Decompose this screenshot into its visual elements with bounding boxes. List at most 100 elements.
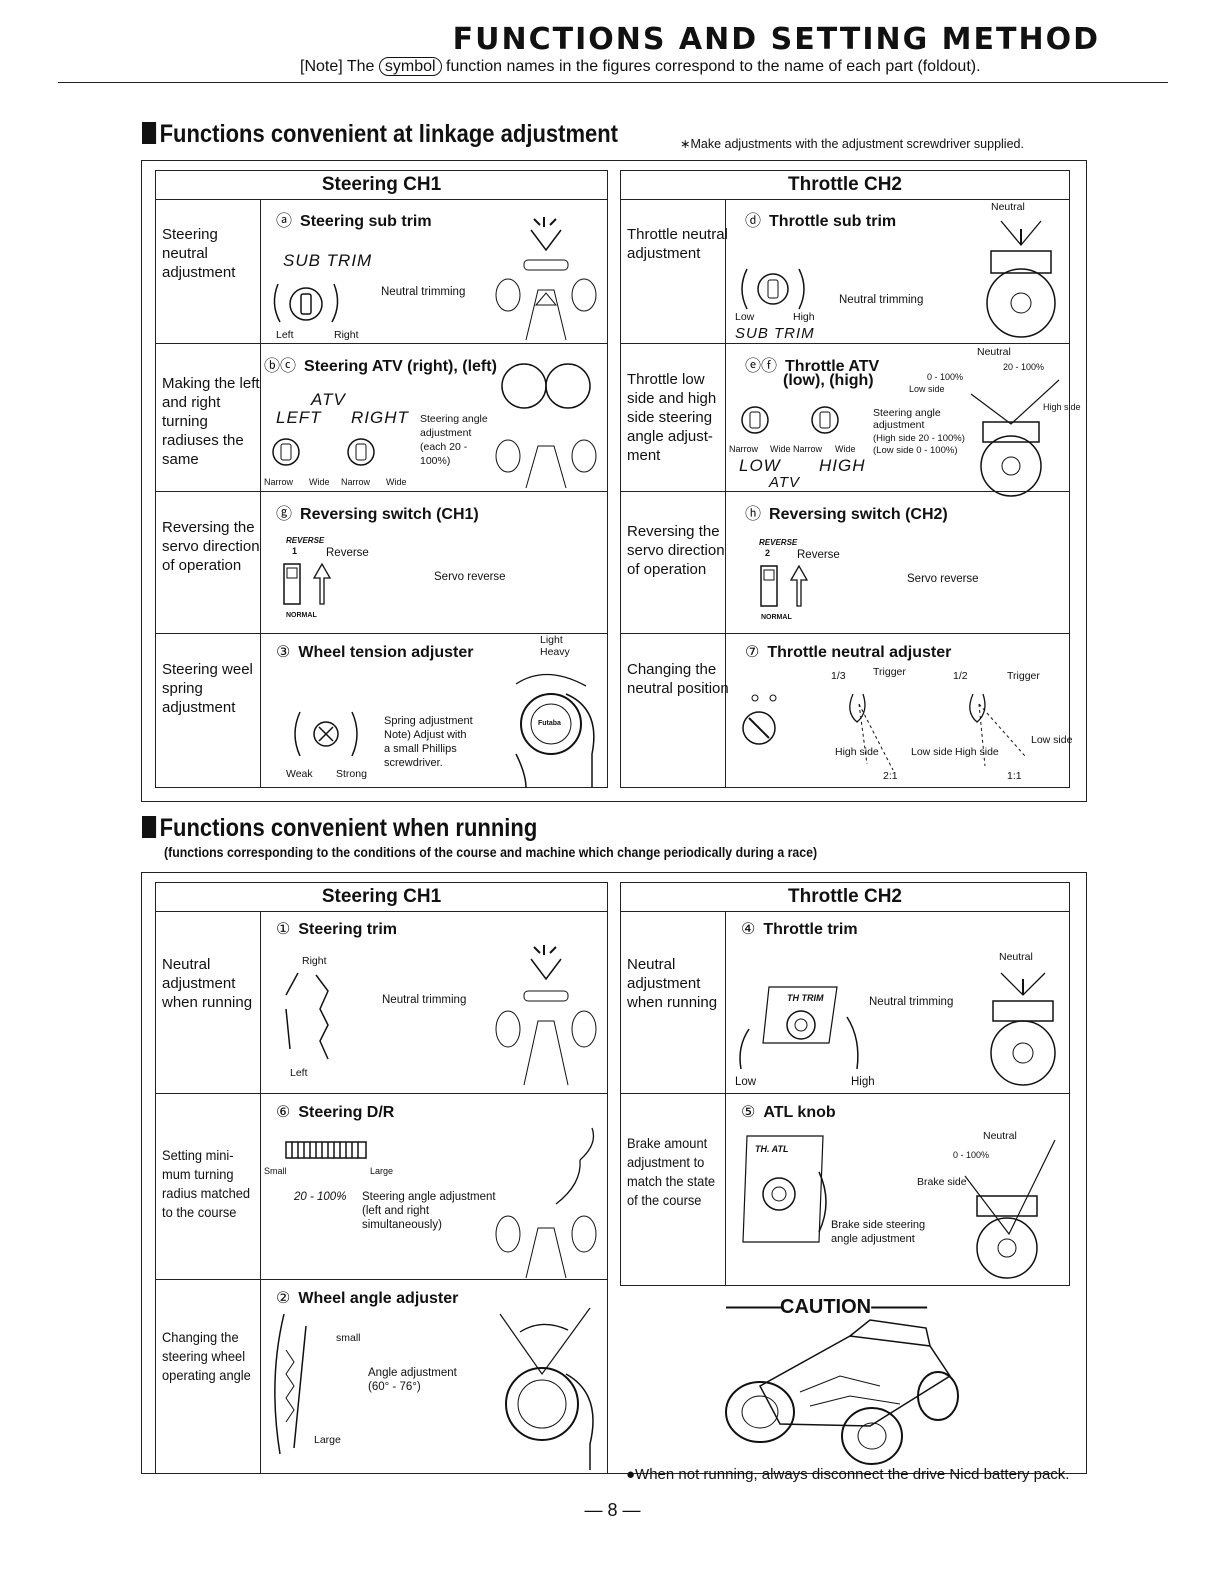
tension-screw-icon bbox=[294, 711, 358, 757]
s2-throttle-panel: Throttle CH2 Neutral adjustment when run… bbox=[620, 882, 1070, 1286]
spring-note-3: a small Phillips bbox=[384, 743, 457, 755]
servo-reverse-label: Servo reverse bbox=[907, 573, 979, 585]
trim-knob-icon bbox=[741, 268, 805, 310]
row-label: Setting mini- mum turning radius matched… bbox=[162, 1147, 251, 1220]
s1-steer-row-bc: Making the left and right turning radius… bbox=[156, 343, 607, 492]
strong-label: Strong bbox=[336, 768, 367, 780]
reverse-word: REVERSE bbox=[759, 538, 798, 547]
low-side-range: (Low side 0 - 100%) bbox=[873, 445, 958, 456]
label-divider bbox=[260, 911, 261, 1473]
s1-thr-row-h: Reversing the servo direction of operati… bbox=[621, 491, 1069, 634]
high-label: High bbox=[851, 1076, 875, 1088]
s2-steer-row-6: Setting mini- mum turning radius matched… bbox=[156, 1093, 607, 1280]
low-side-label: Low side bbox=[1031, 734, 1073, 746]
note-prefix: [Note] The bbox=[300, 58, 375, 75]
page-title: FUNCTIONS AND SETTING METHOD bbox=[452, 22, 1100, 57]
trim-knob-icon bbox=[273, 283, 339, 323]
neutral-label: Neutral bbox=[983, 1130, 1017, 1142]
wide-label: Wide bbox=[770, 444, 791, 454]
heavy-label: Heavy bbox=[540, 646, 570, 658]
buggy-front-icon bbox=[495, 217, 597, 341]
channel-number: 1 bbox=[292, 546, 298, 556]
s1-throttle-head: Throttle CH2 bbox=[621, 171, 1069, 200]
reverse-label: Reverse bbox=[797, 549, 840, 561]
row-label: Making the left and right turning radius… bbox=[162, 375, 260, 468]
row-label: Neutral adjustment when running bbox=[627, 956, 718, 1011]
th-trim-label: TH TRIM bbox=[787, 993, 824, 1003]
row-label: Steering neutral adjustment bbox=[162, 226, 236, 281]
s2-steering-panel: Steering CH1 Neutral adjustment when run… bbox=[155, 882, 608, 1474]
narrow-label: Narrow bbox=[729, 444, 759, 454]
high-side-range: (High side 20 - 100%) bbox=[873, 433, 965, 444]
ratio-1-3: 1/3 bbox=[831, 670, 846, 682]
header-rule bbox=[58, 82, 1168, 83]
low-label: Low bbox=[735, 1076, 757, 1088]
s1-steering-head: Steering CH1 bbox=[156, 171, 607, 200]
dr-adj-2: (left and right bbox=[362, 1205, 430, 1217]
atv-knobs-icon bbox=[741, 406, 839, 434]
low-label: Low bbox=[735, 311, 755, 323]
dr-range: 20 - 100% bbox=[294, 1191, 347, 1203]
atv-label: ATV bbox=[769, 474, 801, 491]
neutral-trimming-label: Neutral trimming bbox=[382, 994, 467, 1006]
channel-number: 2 bbox=[765, 548, 771, 558]
s1-steering-panel: Steering CH1 Steering neutral adjustment… bbox=[155, 170, 608, 789]
neutral-trimming-label: Neutral trimming bbox=[869, 996, 954, 1008]
reverse-word: REVERSE bbox=[286, 536, 325, 545]
section2-subtitle: (functions corresponding to the conditio… bbox=[164, 844, 818, 860]
row-label: Reversing the servo direction of operati… bbox=[627, 523, 725, 578]
row-label: Throttle neutral adjustment bbox=[627, 226, 728, 262]
function-name-2: (low), (high) bbox=[783, 372, 874, 389]
range-0-100: 0 - 100% bbox=[927, 372, 964, 382]
section2-title: Functions convenient when running bbox=[142, 814, 537, 843]
row-label: Reversing the servo direction of operati… bbox=[162, 519, 260, 574]
range-20-100: 20 - 100% bbox=[1003, 362, 1045, 372]
normal-label: NORMAL bbox=[761, 614, 792, 621]
spring-note-1: Spring adjustment bbox=[384, 715, 473, 727]
light-label: Light bbox=[540, 634, 563, 646]
servo-reverse-label: Servo reverse bbox=[434, 571, 506, 583]
high-label: High bbox=[793, 311, 815, 323]
s2-thr-row-5: Brake amount adjustment to match the sta… bbox=[621, 1093, 1069, 1288]
high-side-label: High side bbox=[1043, 402, 1081, 412]
steering-wheel-hand-icon bbox=[515, 673, 595, 789]
header-note: [Note] The symbol function names in the … bbox=[300, 57, 981, 76]
large-word: Large bbox=[370, 1166, 394, 1176]
small-word: Small bbox=[264, 1166, 287, 1176]
low-side-label: Low side bbox=[911, 746, 953, 758]
steering-wheel-hand-icon bbox=[499, 1307, 594, 1470]
right-caps-label: RIGHT bbox=[351, 408, 409, 427]
left-label: Left bbox=[276, 329, 294, 341]
normal-label: NORMAL bbox=[286, 612, 317, 619]
row-label: Changing the steering wheel operating an… bbox=[162, 1329, 251, 1383]
left-label: Left bbox=[290, 1067, 308, 1079]
wide-label: Wide bbox=[309, 477, 330, 487]
section1-title: Functions convenient at linkage adjustme… bbox=[142, 120, 618, 149]
section-bullet-icon bbox=[142, 816, 157, 838]
wide-label: Wide bbox=[835, 444, 856, 454]
caution-title: ———CAUTION——— bbox=[726, 1296, 927, 1318]
page-number: — 8 — bbox=[584, 1500, 641, 1520]
steer-angle-adj-1: Steering angle bbox=[420, 413, 488, 425]
spring-note-2: Note) Adjust with bbox=[384, 729, 467, 741]
section2-frame bbox=[141, 872, 1087, 1474]
s1-thr-row-ef: Throttle low side and high side steering… bbox=[621, 343, 1081, 497]
angle-adj-1: Angle adjustment bbox=[368, 1367, 457, 1379]
trim-lever-icon bbox=[285, 972, 329, 1060]
left-caps-label: LEFT bbox=[276, 408, 322, 427]
throttle-trim-dial-icon bbox=[739, 986, 859, 1070]
s2-steer-row-2: Changing the steering wheel operating an… bbox=[156, 1279, 607, 1476]
neutral-trimming-label: Neutral trimming bbox=[839, 294, 924, 306]
dr-scale-icon bbox=[285, 1141, 367, 1159]
subtrim-label: SUB TRIM bbox=[283, 251, 373, 270]
row-label: Neutral adjustment when running bbox=[162, 956, 253, 1011]
